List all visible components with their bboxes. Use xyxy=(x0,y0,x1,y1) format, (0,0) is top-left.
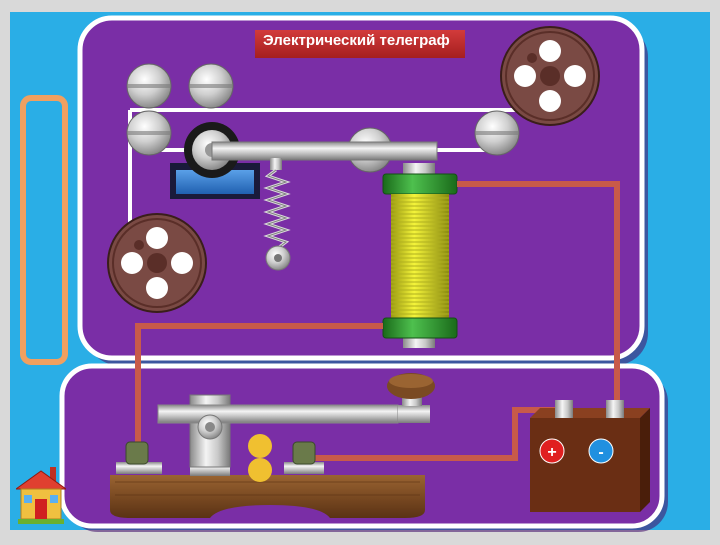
home-icon[interactable] xyxy=(14,465,68,525)
battery-minus-terminal: - xyxy=(588,438,614,464)
telegraph-key[interactable] xyxy=(157,373,435,476)
telegraph-key-base xyxy=(110,475,425,518)
circuit-wires xyxy=(135,181,620,461)
key-contacts xyxy=(248,434,272,482)
battery-plus-label: + xyxy=(547,444,556,461)
armature-lever xyxy=(211,141,438,170)
battery-minus-label: - xyxy=(598,444,603,461)
key-terminal xyxy=(116,441,324,474)
spring xyxy=(263,168,291,271)
page-title: Электрический телеграф xyxy=(255,30,465,58)
side-slot xyxy=(20,95,68,365)
battery xyxy=(530,400,650,512)
battery-plus-terminal: + xyxy=(539,438,565,464)
electromagnet xyxy=(382,163,458,348)
